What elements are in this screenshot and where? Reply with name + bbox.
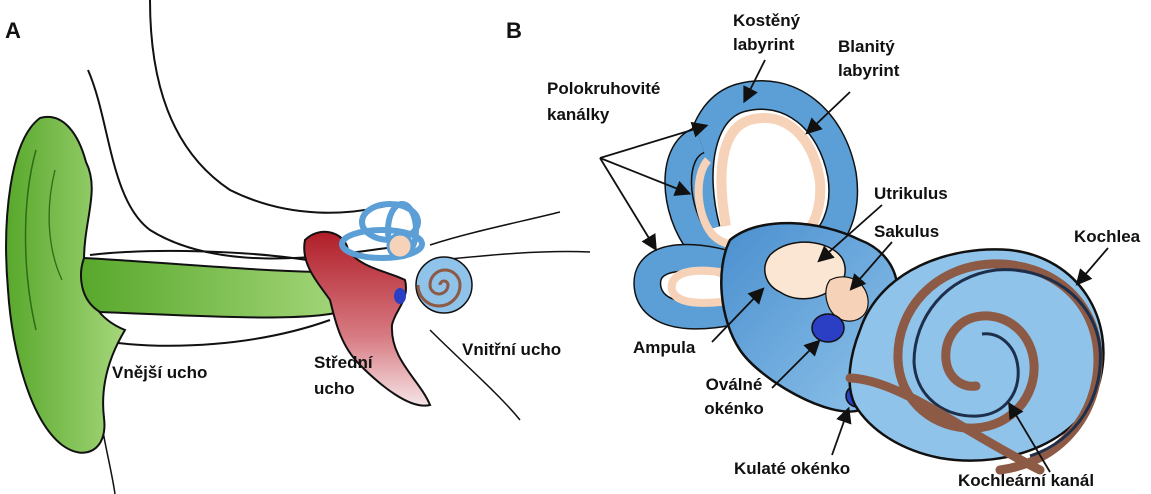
label-cochlear-canal: Kochleární kanál [958,470,1094,492]
label-bony-labyrinth-line2: labyrint [733,34,794,56]
label-ampulla: Ampula [633,337,695,359]
label-semicircular-line2: kanálky [547,104,609,126]
arrow-kulate [832,410,848,455]
label-semicircular-line1: Polokruhovité [547,78,660,100]
oval-window-shape [812,314,844,342]
label-utriculus: Utrikulus [874,183,948,205]
label-sacculus: Sakulus [874,221,939,243]
label-round-window: Kulaté okénko [734,458,850,480]
label-oval-window-line1: Oválné [694,374,774,396]
label-membranous-labyrinth-line2: labyrint [838,60,899,82]
label-membranous-labyrinth-line1: Blanitý [838,36,895,58]
label-middle-ear-line1: Střední [314,352,373,374]
arrow-kochlea [1078,248,1108,283]
label-inner-ear: Vnitřní ucho [462,339,561,361]
label-cochlea: Kochlea [1074,226,1140,248]
panel-a-illustration [6,0,590,494]
label-middle-ear-line2: ucho [314,378,355,400]
label-outer-ear: Vnější ucho [112,362,207,384]
panel-b-letter: B [506,18,522,43]
label-oval-window-line2: okénko [694,398,774,420]
label-bony-labyrinth-line1: Kostěný [733,10,800,32]
panel-a-letter: A [5,18,21,43]
arrow-polokr-3 [600,158,655,248]
